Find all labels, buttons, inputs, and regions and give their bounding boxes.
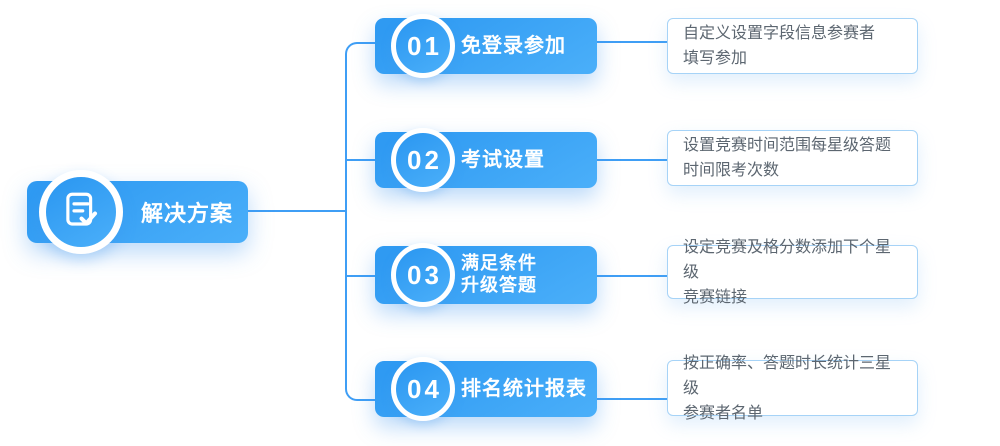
- desc-card-2: 设置竞赛时间范围每星级答题 时间限考次数: [667, 130, 918, 186]
- step-number-1: 01: [407, 30, 442, 61]
- desc-card-1: 自定义设置字段信息参赛者 填写参加: [667, 18, 918, 74]
- desc-connector-line-step4: [597, 398, 667, 400]
- desc-text-1: 自定义设置字段信息参赛者 填写参加: [683, 25, 876, 67]
- step-node-3: 03 满足条件 升级答题: [375, 243, 597, 307]
- desc-connector-line-step3: [597, 275, 667, 277]
- step-number-2: 02: [407, 144, 442, 175]
- step-label-3: 满足条件 升级答题: [461, 253, 537, 295]
- step-label-1: 免登录参加: [461, 35, 566, 57]
- step-node-1: 01 免登录参加: [375, 14, 597, 78]
- branch-line-step2: [345, 159, 375, 161]
- root-icon-badge: [39, 170, 123, 254]
- branch-bracket-line: [345, 42, 375, 401]
- step-number-badge-4: 04: [391, 357, 455, 421]
- step-label-4: 排名统计报表: [461, 378, 587, 400]
- step-node-2: 02 考试设置: [375, 128, 597, 192]
- step-number-3: 03: [407, 259, 442, 290]
- step-number-badge-3: 03: [391, 243, 455, 307]
- step-number-4: 04: [407, 373, 442, 404]
- step-node-4: 04 排名统计报表: [375, 357, 597, 421]
- desc-connector-line-step1: [597, 41, 667, 43]
- root-connector-line: [248, 210, 345, 212]
- step-number-badge-2: 02: [391, 128, 455, 192]
- root-label: 解决方案: [140, 201, 233, 226]
- desc-card-3: 设定竞赛及格分数添加下个星级 竞赛链接: [667, 239, 918, 306]
- desc-text-2: 设置竞赛时间范围每星级答题 时间限考次数: [683, 137, 892, 179]
- step-label-2: 考试设置: [461, 149, 545, 171]
- desc-connector-line-step2: [597, 159, 667, 161]
- desc-text-4: 按正确率、答题时长统计三星级 参赛者名单: [683, 354, 892, 422]
- clipboard-check-icon: [60, 189, 102, 236]
- desc-text-3: 设定竞赛及格分数添加下个星级 竞赛链接: [683, 238, 892, 306]
- branch-line-step3: [345, 275, 375, 277]
- desc-card-4: 按正确率、答题时长统计三星级 参赛者名单: [667, 355, 918, 422]
- step-number-badge-1: 01: [391, 14, 455, 78]
